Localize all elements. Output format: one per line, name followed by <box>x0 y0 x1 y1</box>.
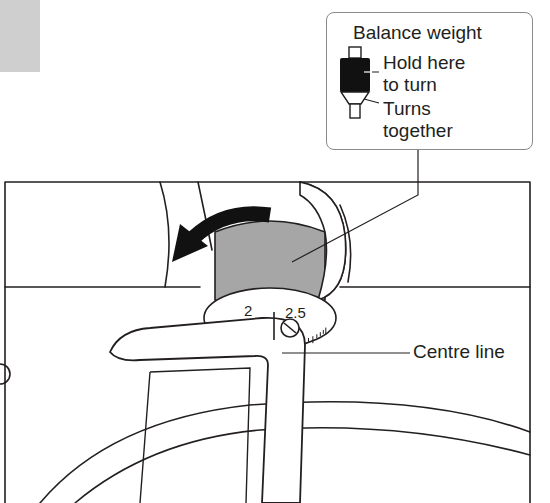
scale-number: 2.5 <box>285 305 306 322</box>
leader-line <box>364 72 379 103</box>
dial-tick <box>325 328 326 335</box>
turn-arrowhead <box>172 224 208 262</box>
dial-tick <box>320 332 321 336</box>
hole <box>0 364 10 384</box>
finger-over <box>300 182 346 300</box>
bracket-window <box>140 368 250 503</box>
callout-box: Balance weightHold here to turnTurns tog… <box>326 12 533 150</box>
callout-text: Turns together <box>383 98 479 142</box>
weight-icon-stem <box>350 104 360 118</box>
frame <box>5 182 530 503</box>
dial-tick <box>312 336 313 343</box>
scale-number: 2 <box>244 303 252 320</box>
weight-icon-cap <box>349 47 361 58</box>
dial-tick <box>323 330 324 334</box>
screw <box>281 319 299 337</box>
step-tab <box>0 0 40 72</box>
screw-slot <box>284 323 296 333</box>
router-bracket <box>110 318 305 503</box>
turn-arrow <box>193 214 270 238</box>
part-label: Centre line <box>413 342 505 363</box>
leader-line <box>282 352 410 353</box>
weight-icon-grip <box>340 58 370 92</box>
leader-line <box>292 149 418 262</box>
weight-icon-body <box>341 92 369 104</box>
dial-tick <box>308 338 309 342</box>
centre-mark <box>273 312 275 340</box>
dial-tick <box>316 334 317 338</box>
callout-title: Balance weight <box>353 22 523 44</box>
callout-text: Hold here to turn <box>383 52 479 96</box>
